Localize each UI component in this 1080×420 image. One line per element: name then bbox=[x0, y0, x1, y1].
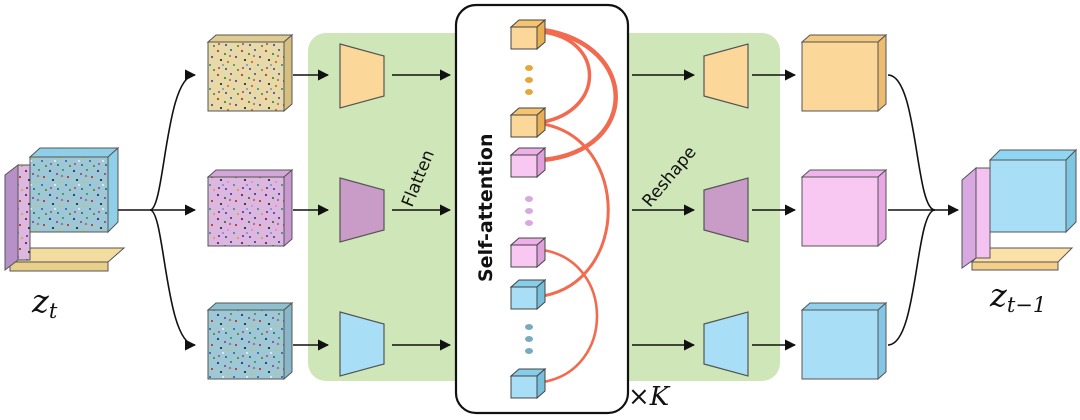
attention-to-decoder-arrows bbox=[632, 69, 696, 351]
input-latent bbox=[4, 146, 126, 272]
output-merge-lines bbox=[887, 74, 960, 346]
repeat-label: ×K bbox=[628, 382, 671, 412]
noisy-tile-blue bbox=[206, 301, 294, 381]
clean-tile-orange bbox=[800, 33, 888, 113]
cube-token-icon bbox=[509, 18, 547, 51]
cube-token-icon bbox=[509, 236, 547, 269]
trapezoid-decoder-icon bbox=[703, 43, 749, 109]
noisy-tile-pink bbox=[206, 168, 294, 248]
trapezoid-encoder-icon bbox=[339, 311, 385, 377]
cube-token-icon bbox=[509, 146, 547, 179]
trapezoid-decoder-icon bbox=[703, 311, 749, 377]
ellipsis-dots-orange bbox=[525, 65, 533, 95]
trapezoid-decoder-icon bbox=[703, 177, 749, 243]
attention-links bbox=[540, 27, 618, 384]
cube-token-icon bbox=[509, 367, 547, 400]
clean-tile-blue bbox=[800, 301, 888, 381]
output-latent bbox=[961, 148, 1078, 271]
self-attention-box bbox=[454, 3, 630, 415]
trapezoid-encoder-icon bbox=[339, 177, 385, 243]
input-label: zt bbox=[31, 282, 58, 323]
self-attention-label: Self-attention bbox=[475, 134, 497, 282]
clean-tile-pink bbox=[800, 168, 888, 248]
decoder-to-tile-arrows bbox=[752, 69, 797, 351]
tile-to-encoder-arrows bbox=[293, 69, 330, 351]
cube-token-icon bbox=[509, 278, 547, 311]
noisy-tile-orange bbox=[206, 33, 294, 113]
encoder-to-attention-arrows bbox=[392, 69, 452, 351]
ellipsis-dots-blue bbox=[525, 324, 533, 354]
output-label: zt−1 bbox=[989, 276, 1046, 317]
input-branch-lines bbox=[118, 69, 197, 351]
ellipsis-dots-pink bbox=[525, 196, 533, 226]
trapezoid-encoder-icon bbox=[339, 43, 385, 109]
cube-token-icon bbox=[509, 106, 547, 139]
